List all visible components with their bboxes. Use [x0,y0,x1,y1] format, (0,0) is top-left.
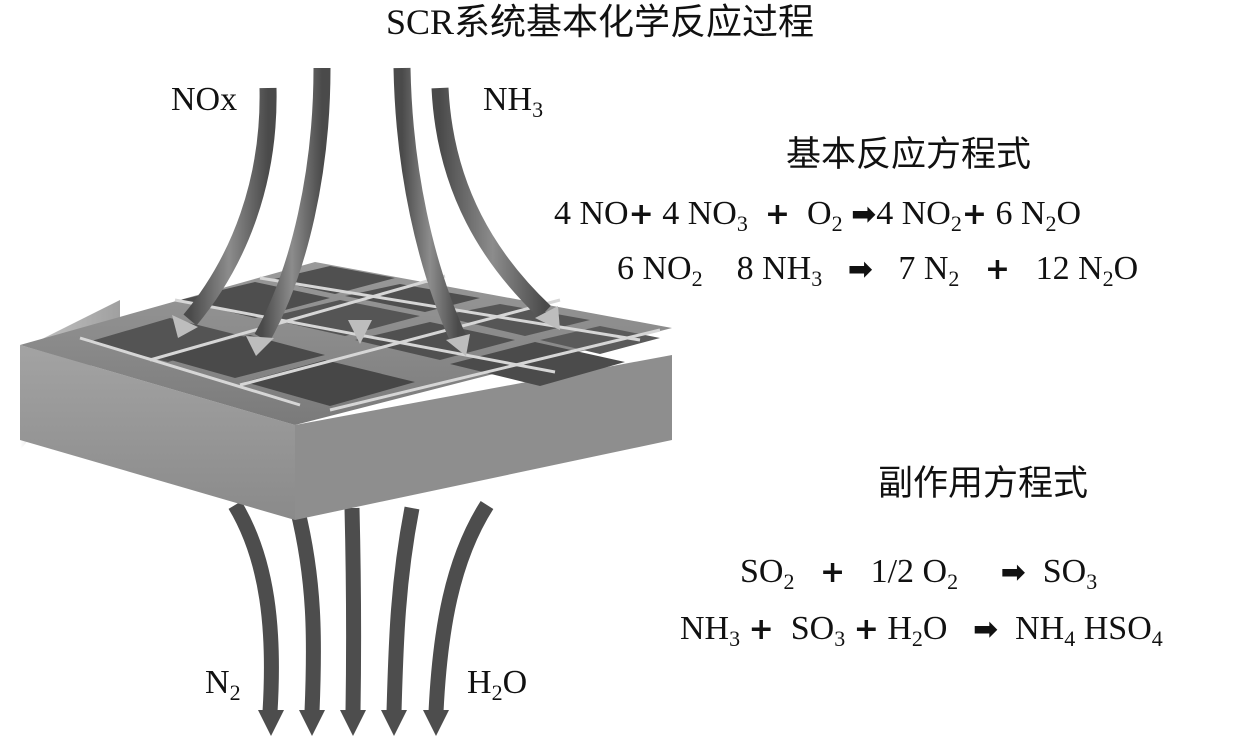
n2-output-label: N2 [205,664,241,705]
diagram-title: SCR系统基本化学反应过程 [386,2,815,42]
side-equation-2: NH3 + SO3 + H2O ➡ NH4 HSO4 [680,610,1163,651]
outgoing-flow-arrows [228,500,494,736]
nh3-input-label: NH3 [483,81,544,122]
basic-equation-1: 4 NO+ 4 NO3 + O2 ➡4 NO2+ 6 N2O [554,195,1082,236]
nox-input-label: NOx [171,81,238,118]
catalyst-honeycomb-block [20,262,672,520]
incoming-flow-arrows [172,55,560,356]
basic-equation-2: 6 NO2 8 NH3 ➡ 7 N2 + 12 N2O [617,250,1139,291]
h2o-output-label: H2O [467,664,528,705]
side-equation-1: SO2 + 1/2 O2 ➡ SO3 [740,553,1098,594]
side-reactions-heading: 副作用方程式 [878,464,1089,503]
basic-reactions-heading: 基本反应方程式 [786,135,1032,174]
